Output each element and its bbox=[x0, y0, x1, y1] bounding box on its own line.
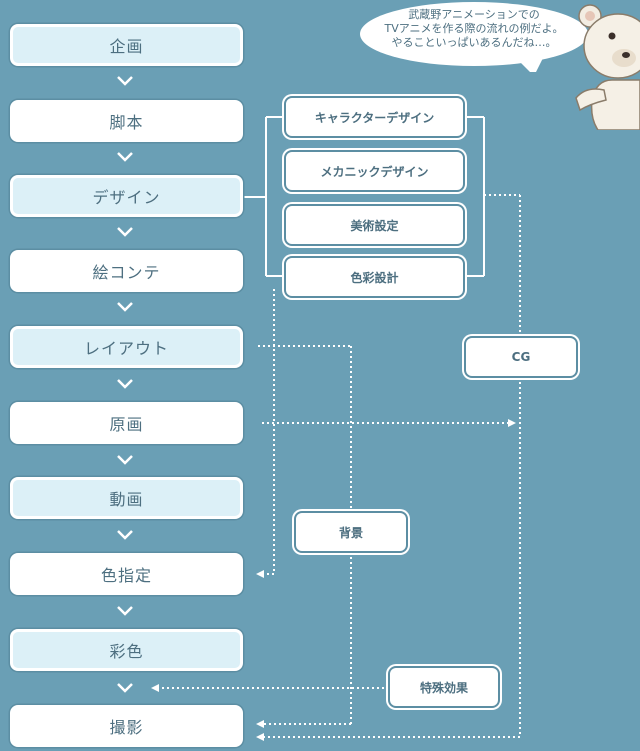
step-layout: レイアウト bbox=[10, 326, 243, 368]
step-label: 彩色 bbox=[109, 642, 144, 661]
design-label: 色彩設計 bbox=[350, 270, 399, 285]
special-effects-label: 特殊効果 bbox=[419, 680, 468, 695]
chevron-down-icon bbox=[117, 606, 133, 616]
step-label: レイアウト bbox=[83, 339, 169, 358]
chevron-down-icon bbox=[117, 455, 133, 465]
background-box: 背景 bbox=[296, 513, 406, 551]
bubble-line: やることいっぱいあるんだね…。 bbox=[391, 36, 557, 49]
chevron-down-icon bbox=[117, 227, 133, 237]
bubble-line: 武蔵野アニメーションでの bbox=[408, 8, 540, 21]
step-satsuei: 撮影 bbox=[10, 705, 243, 747]
bubble-line: TVアニメを作る際の流れの例だよ。 bbox=[384, 22, 564, 35]
chevron-down-icon bbox=[117, 302, 133, 312]
step-label: 色指定 bbox=[100, 566, 152, 585]
cg-box: CG bbox=[466, 338, 576, 376]
step-genga: 原画 bbox=[10, 402, 243, 444]
design-character: キャラクターデザイン bbox=[286, 98, 463, 136]
step-label: 動画 bbox=[109, 490, 144, 509]
design-label: メカニックデザイン bbox=[320, 164, 429, 179]
step-saishoku: 彩色 bbox=[10, 629, 243, 671]
step-label: 絵コンテ bbox=[92, 263, 161, 282]
speech-bubble bbox=[360, 2, 588, 72]
step-kikaku: 企画 bbox=[10, 24, 243, 66]
design-art: 美術設定 bbox=[286, 206, 463, 244]
chevron-down-icon bbox=[117, 379, 133, 389]
cg-label: CG bbox=[511, 350, 531, 364]
step-douga: 動画 bbox=[10, 477, 243, 519]
step-label: デザイン bbox=[92, 188, 161, 207]
design-color: 色彩設計 bbox=[286, 258, 463, 296]
step-kyakuhon: 脚本 bbox=[10, 100, 243, 142]
background-label: 背景 bbox=[338, 525, 363, 540]
speech-bubble-text: 武蔵野アニメーションでの TVアニメを作る際の流れの例だよ。 やることいっぱいあ… bbox=[365, 8, 583, 50]
chevron-down-icon bbox=[117, 683, 133, 693]
step-design: デザイン bbox=[10, 175, 243, 217]
chevron-down-icon bbox=[117, 152, 133, 162]
special-effects-box: 特殊効果 bbox=[390, 668, 498, 706]
chevron-down-icon bbox=[117, 76, 133, 86]
arrowhead-icon bbox=[151, 419, 516, 741]
step-iroshitei: 色指定 bbox=[10, 553, 243, 595]
step-ekonte: 絵コンテ bbox=[10, 250, 243, 292]
chevron-down-icon bbox=[117, 530, 133, 540]
step-label: 原画 bbox=[109, 415, 144, 434]
design-label: キャラクターデザイン bbox=[314, 110, 435, 125]
design-label: 美術設定 bbox=[350, 218, 399, 233]
bear-mascot-icon bbox=[575, 4, 640, 130]
step-label: 脚本 bbox=[109, 113, 144, 132]
design-mechanic: メカニックデザイン bbox=[286, 152, 463, 190]
step-label: 撮影 bbox=[109, 718, 144, 737]
step-label: 企画 bbox=[109, 37, 144, 56]
